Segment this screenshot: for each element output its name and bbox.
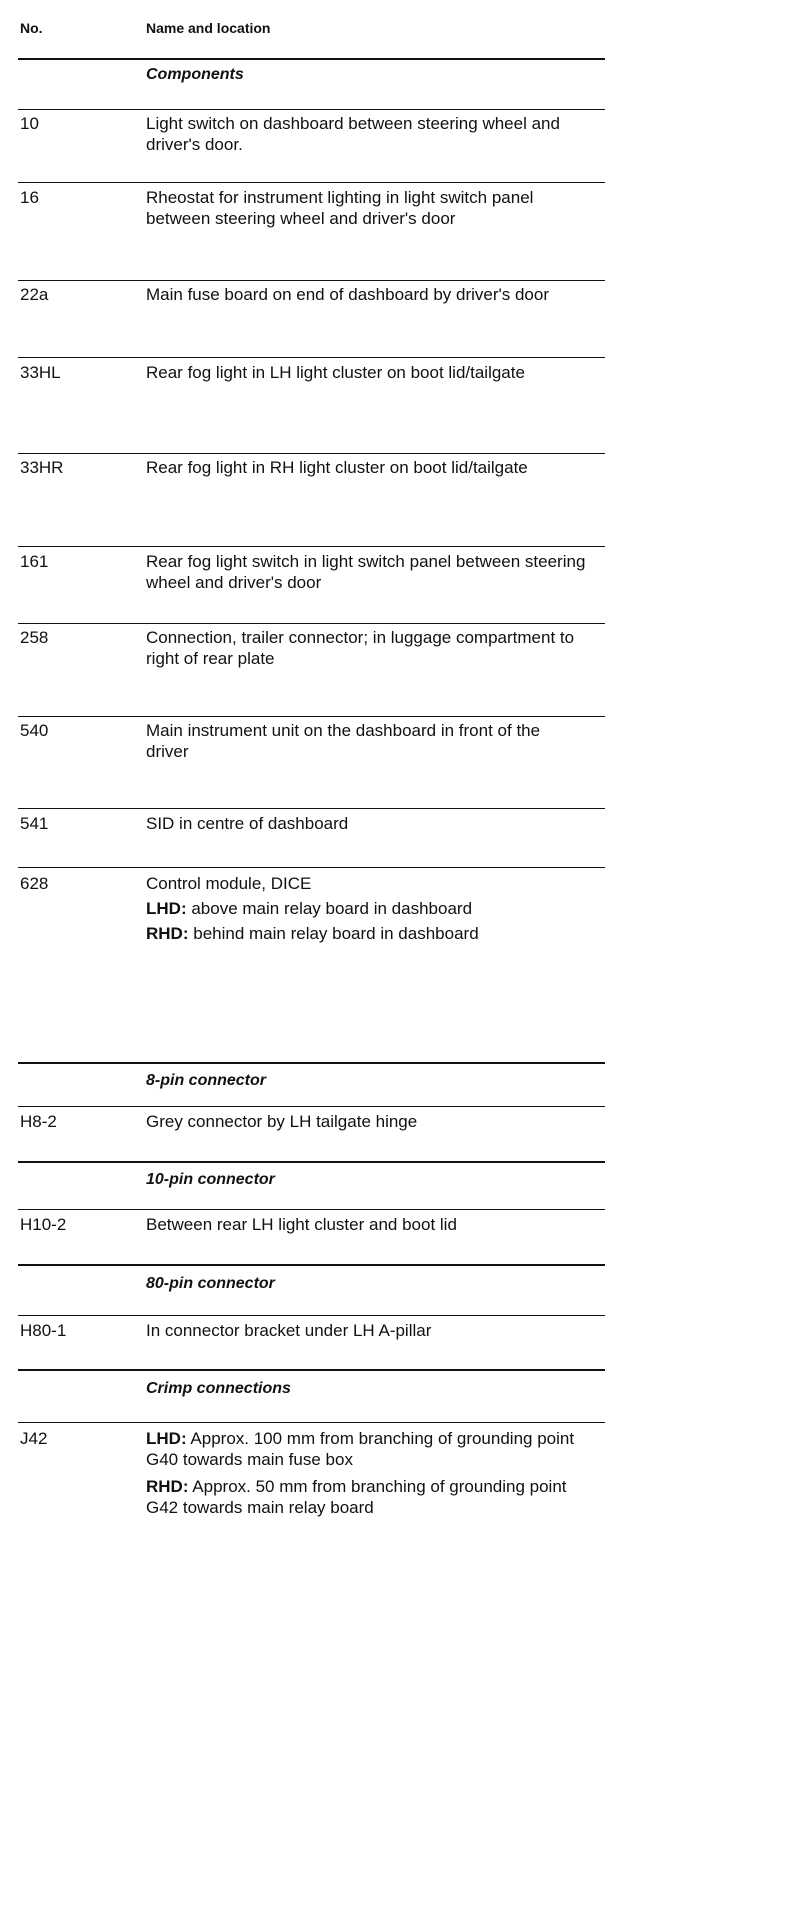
row-divider <box>18 280 605 281</box>
row-divider <box>18 182 605 183</box>
row-number: 541 <box>20 814 49 833</box>
row-divider <box>18 109 605 110</box>
row-divider <box>18 1209 605 1210</box>
section-title-10-pin-connector: 10-pin connector <box>146 1171 275 1188</box>
row-number: 258 <box>20 628 49 647</box>
section-title-8-pin-connector: 8-pin connector <box>146 1072 267 1089</box>
row-divider <box>18 453 605 454</box>
header-divider <box>18 58 605 60</box>
row-number: 33HR <box>20 458 64 477</box>
row-divider <box>18 1422 605 1423</box>
section-title-80-pin-connector: 80-pin connector <box>146 1275 275 1292</box>
section-title-crimp-connections: Crimp connections <box>146 1380 291 1397</box>
row-divider <box>18 867 605 868</box>
row-divider <box>18 1106 605 1107</box>
rhd-label: RHD: <box>146 924 189 943</box>
row-description: Between rear LH light cluster and boot l… <box>146 1215 457 1234</box>
row-number: 540 <box>20 721 49 740</box>
row-description: Main instrument unit on the dashboard in… <box>146 721 541 761</box>
row-divider <box>18 546 605 547</box>
row-description: LHD: Approx. 100 mm from branching of gr… <box>146 1429 575 1517</box>
row-divider <box>18 623 605 624</box>
row-number: 16 <box>20 188 39 207</box>
section-title-components: Components <box>146 66 244 83</box>
row-description: Rear fog light in LH light cluster on bo… <box>146 363 525 382</box>
section-divider <box>18 1369 605 1371</box>
row-description: Control module, DICE LHD: above main rel… <box>146 874 479 943</box>
row-number: H8-2 <box>20 1112 57 1131</box>
row-divider <box>18 716 605 717</box>
row-description: Rear fog light in RH light cluster on bo… <box>146 458 528 477</box>
row-number: 628 <box>20 874 49 893</box>
section-divider <box>18 1161 605 1163</box>
row-divider <box>18 1315 605 1316</box>
section-divider <box>18 1264 605 1266</box>
row-number: 22a <box>20 285 49 304</box>
section-divider <box>18 1062 605 1064</box>
row-number: H80-1 <box>20 1321 67 1340</box>
row-number: 33HL <box>20 363 61 382</box>
row-number: 161 <box>20 552 49 571</box>
column-header-name: Name and location <box>146 20 271 36</box>
row-number: 10 <box>20 114 39 133</box>
rhd-label: RHD: <box>146 1477 189 1496</box>
row-description: Rear fog light switch in light switch pa… <box>146 552 586 592</box>
row-description: SID in centre of dashboard <box>146 814 349 833</box>
row-description: In connector bracket under LH A-pillar <box>146 1321 432 1340</box>
lhd-label: LHD: <box>146 899 187 918</box>
lhd-label: LHD: <box>146 1429 187 1448</box>
row-description: Main fuse board on end of dashboard by d… <box>146 285 549 304</box>
row-number: J42 <box>20 1429 48 1448</box>
row-divider <box>18 808 605 809</box>
column-header-no: No. <box>20 20 43 36</box>
row-divider <box>18 357 605 358</box>
row-description: Rheostat for instrument lighting in ligh… <box>146 188 534 228</box>
row-description: Grey connector by LH tailgate hinge <box>146 1112 418 1131</box>
row-description: Light switch on dashboard between steeri… <box>146 114 560 154</box>
row-description: Connection, trailer connector; in luggag… <box>146 628 575 668</box>
row-number: H10-2 <box>20 1215 67 1234</box>
